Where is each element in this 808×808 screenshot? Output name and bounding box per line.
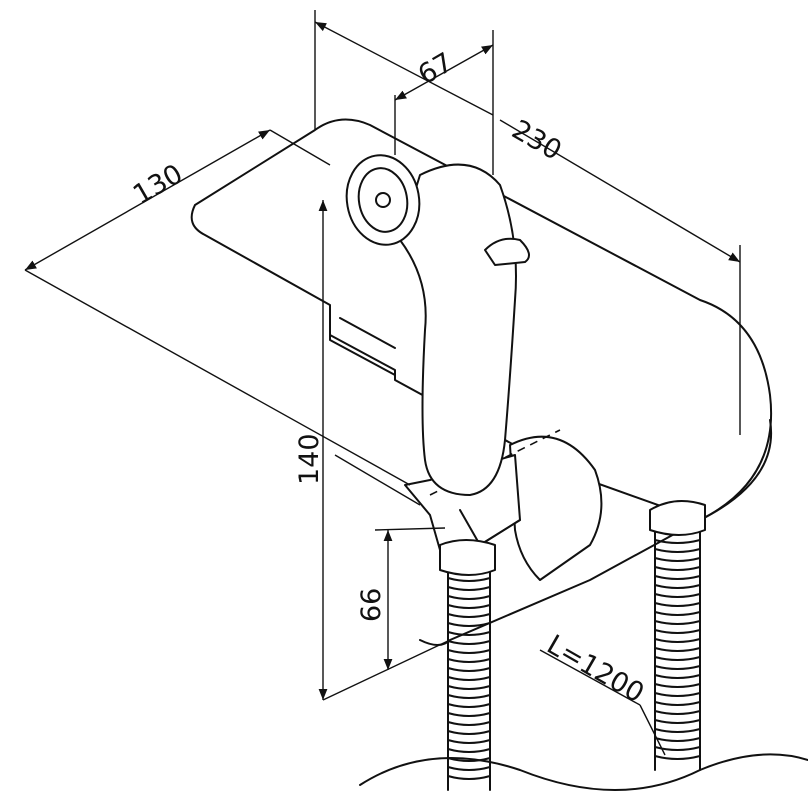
hose-coil bbox=[447, 667, 491, 672]
hose-coil bbox=[654, 692, 701, 697]
hose-coil bbox=[447, 766, 491, 771]
dimension-130: 130 bbox=[128, 158, 188, 211]
hose-coil bbox=[654, 728, 701, 733]
hose-coil bbox=[654, 737, 701, 742]
spray-handle bbox=[345, 154, 530, 496]
hose-coil bbox=[654, 584, 701, 589]
hose-coil bbox=[447, 586, 491, 591]
hose-coil bbox=[654, 611, 701, 616]
hose-coil bbox=[654, 638, 701, 643]
dimension-67: 67 bbox=[413, 47, 458, 91]
hose-coil bbox=[447, 676, 491, 681]
hose-coil bbox=[447, 604, 491, 609]
hose-coil bbox=[447, 622, 491, 627]
hose-coil bbox=[447, 712, 491, 717]
cut-line bbox=[359, 753, 808, 791]
hose-coil bbox=[447, 631, 491, 636]
hose-coil bbox=[447, 775, 491, 780]
hose-coil bbox=[447, 739, 491, 744]
hose-coil bbox=[447, 613, 491, 618]
hose-coil bbox=[654, 719, 701, 724]
hose-coil bbox=[654, 539, 701, 544]
hose-coil bbox=[654, 548, 701, 553]
hose-coil bbox=[654, 602, 701, 607]
hose-coil bbox=[447, 658, 491, 663]
hose-coil bbox=[654, 629, 701, 634]
hose-coil bbox=[654, 593, 701, 598]
dimension-lines bbox=[24, 10, 741, 756]
hose-coil bbox=[654, 683, 701, 688]
hose-coil bbox=[654, 701, 701, 706]
hose-coil bbox=[447, 721, 491, 726]
hose-coil bbox=[654, 566, 701, 571]
hose-coil bbox=[654, 647, 701, 652]
hose-coil bbox=[447, 685, 491, 690]
hose-coil bbox=[447, 595, 491, 600]
dimension-230: 230 bbox=[507, 114, 567, 167]
hose-coil bbox=[654, 710, 701, 715]
hose-coil bbox=[654, 746, 701, 751]
hoses bbox=[439, 500, 706, 791]
hose-coil bbox=[447, 640, 491, 645]
hose-coil bbox=[654, 674, 701, 679]
hose-coil bbox=[654, 656, 701, 661]
hose-coil bbox=[654, 557, 701, 562]
dimension-140: 140 bbox=[294, 433, 325, 485]
hose-coil bbox=[447, 649, 491, 654]
hose-coil bbox=[654, 665, 701, 670]
hose-coil bbox=[447, 694, 491, 699]
hose-coil bbox=[447, 577, 491, 582]
hose-coil bbox=[654, 755, 701, 760]
dimension-66: 66 bbox=[356, 588, 387, 622]
hose-coil bbox=[447, 748, 491, 753]
hose-coil bbox=[654, 620, 701, 625]
hose-coil bbox=[447, 730, 491, 735]
hose-length-label: L=1200 bbox=[542, 629, 650, 709]
hose-coil bbox=[654, 575, 701, 580]
hose-coil bbox=[447, 703, 491, 708]
